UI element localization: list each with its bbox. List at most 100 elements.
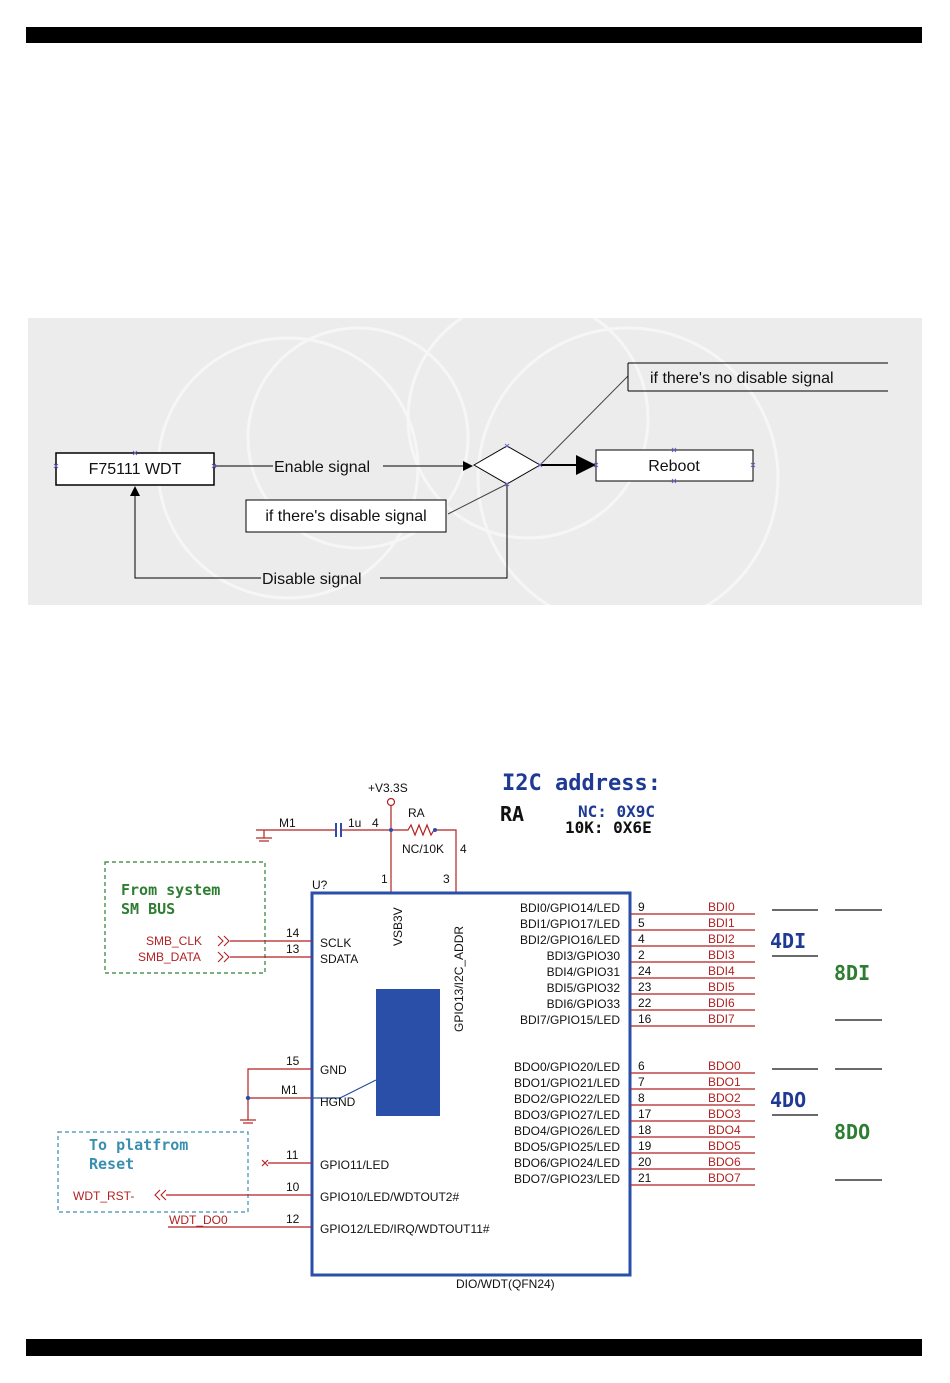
bdo-row-6: BDO6/GPIO24/LED 20 BDO6 xyxy=(514,1155,755,1170)
bdo-pin-number: 18 xyxy=(638,1123,652,1137)
ra-label: RA xyxy=(408,806,425,820)
bdo-pin-name: BDO1/GPIO21/LED xyxy=(514,1076,620,1090)
i2c-addr-label: GPIO13/I2C_ADDR xyxy=(452,926,466,1032)
smb-data-label: SMB_DATA xyxy=(138,950,201,964)
gpio12-label: GPIO12/LED/IRQ/WDTOUT11# xyxy=(320,1222,490,1236)
bdo-pin-name: BDO5/GPIO25/LED xyxy=(514,1140,620,1154)
to-platform-box xyxy=(57,1131,249,1213)
bdo-net-label: BDO4 xyxy=(708,1123,741,1137)
pin15-label: 15 xyxy=(286,1054,300,1068)
sclk-label: SCLK xyxy=(320,936,351,950)
from-system-box xyxy=(104,861,266,974)
i2c-nc-line: NC: 0X9C xyxy=(578,802,655,821)
connection-markers xyxy=(53,443,756,487)
bdo-net-label: BDO6 xyxy=(708,1155,741,1169)
disable-box-label: if there's disable signal xyxy=(265,508,426,525)
hgnd-label: HGND xyxy=(320,1095,356,1109)
enable-signal-label: Enable signal xyxy=(274,459,370,476)
chip-name-label: DIO/WDT(QFN24) xyxy=(456,1277,555,1291)
bdi-pin-name: BDI3/GPIO30 xyxy=(547,949,621,963)
m1-mid-label: M1 xyxy=(281,1083,298,1097)
i2c-10k-line: 10K: 0X6E xyxy=(565,818,652,837)
bdi-row-3: BDI3/GPIO30 2 BDI3 xyxy=(547,948,755,963)
bdi-net-label: BDI7 xyxy=(708,1012,735,1026)
bdi-row-4: BDI4/GPIO31 24 BDI4 xyxy=(547,964,755,979)
bdi-net-label: BDI3 xyxy=(708,948,735,962)
top-border-bar xyxy=(26,27,922,43)
power-symbol xyxy=(386,797,396,807)
8do-label: 8DO xyxy=(834,1120,870,1144)
resistor-ra xyxy=(391,823,457,892)
bdo-row-0: BDO0/GPIO20/LED 6 BDO0 xyxy=(514,1059,755,1074)
bdo-net-label: BDO1 xyxy=(708,1075,741,1089)
bdo-pin-number: 20 xyxy=(638,1155,652,1169)
bottom-border-bar xyxy=(26,1339,922,1356)
pin10-label: 10 xyxy=(286,1180,300,1194)
bdo-pin-number: 8 xyxy=(638,1091,645,1105)
4do-label: 4DO xyxy=(770,1088,806,1112)
bdo-pin-number: 17 xyxy=(638,1107,652,1121)
wdt-box-label: F75111 WDT xyxy=(89,461,182,478)
bdo-pin-number: 19 xyxy=(638,1139,652,1153)
bdo-pin-name: BDO0/GPIO20/LED xyxy=(514,1060,620,1074)
no-disable-label: if there's no disable signal xyxy=(650,370,834,387)
reboot-box: Reboot xyxy=(595,449,754,482)
bdi-pin-number: 24 xyxy=(638,964,652,978)
bdo-net-label: BDO5 xyxy=(708,1139,741,1153)
chip-ref-label: U? xyxy=(312,878,328,892)
bdi-pin-name: BDI5/GPIO32 xyxy=(547,981,621,995)
bdi-net-label: BDI5 xyxy=(708,980,735,994)
bdo-row-2: BDO2/GPIO22/LED 8 BDO2 xyxy=(514,1091,755,1106)
bdo-pin-name: BDO3/GPIO27/LED xyxy=(514,1108,620,1122)
bdo-row-5: BDO5/GPIO25/LED 19 BDO5 xyxy=(514,1139,755,1154)
power-label: +V3.3S xyxy=(368,781,408,795)
bdi-pin-number: 4 xyxy=(638,932,645,946)
bdo-net-label: BDO2 xyxy=(708,1091,741,1105)
pin14-label: 14 xyxy=(286,926,300,940)
bdo-net-label: BDO0 xyxy=(708,1059,741,1073)
m1-top-label: M1 xyxy=(279,816,296,830)
bdo-pin-name: BDO2/GPIO22/LED xyxy=(514,1092,620,1106)
bdi-pin-number: 2 xyxy=(638,948,645,962)
bdi-pin-name: BDI6/GPIO33 xyxy=(547,997,621,1011)
bdo-net-label: BDO7 xyxy=(708,1171,741,1185)
disable-box: if there's disable signal xyxy=(245,499,447,533)
disable-arrow xyxy=(130,486,261,579)
pin12-label: 12 xyxy=(286,1212,300,1226)
bdi-net-label: BDI2 xyxy=(708,932,735,946)
wdt-flowchart: F75111 WDT Enable signal Reboot if there… xyxy=(28,318,922,605)
bdi-pin-name: BDI4/GPIO31 xyxy=(547,965,621,979)
bdi-pin-name: BDI2/GPIO16/LED xyxy=(520,933,620,947)
chip-body xyxy=(310,891,632,1277)
vsb3v-label: VSB3V xyxy=(391,907,405,946)
i2c-title: I2C address: xyxy=(502,771,661,796)
wdt-rst-label: WDT_RST- xyxy=(73,1189,134,1203)
chip-die xyxy=(376,989,440,1116)
cap-pin-label: 4 xyxy=(372,816,379,830)
bdo-net-label: BDO3 xyxy=(708,1107,741,1121)
pin1-label: 1 xyxy=(381,872,388,886)
reset-label: Reset xyxy=(89,1155,134,1173)
bdi-pin-name: BDI1/GPIO17/LED xyxy=(520,917,620,931)
ra-bold-label: RA xyxy=(500,802,524,826)
bdi-pin-number: 16 xyxy=(638,1012,652,1026)
bdi-net-label: BDI4 xyxy=(708,964,735,978)
bdo-row-3: BDO3/GPIO27/LED 17 BDO3 xyxy=(514,1107,755,1122)
no-connect-marker xyxy=(261,1159,269,1167)
bdi-pin-name: BDI0/GPIO14/LED xyxy=(520,901,620,915)
cap-label: 1u xyxy=(348,816,361,830)
ra-pin4-label: 4 xyxy=(460,842,467,856)
bdi-row-5: BDI5/GPIO32 23 BDI5 xyxy=(547,980,755,995)
bdi-pin-number: 9 xyxy=(638,900,645,914)
bdi-pin-number: 23 xyxy=(638,980,652,994)
bdi-pin-number: 22 xyxy=(638,996,652,1010)
bdo-pin-name: BDO6/GPIO24/LED xyxy=(514,1156,620,1170)
bdo-pin-number: 6 xyxy=(638,1059,645,1073)
